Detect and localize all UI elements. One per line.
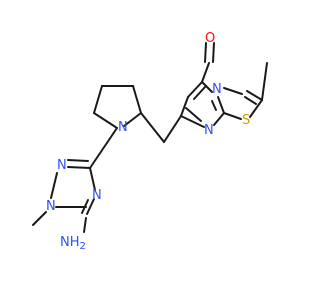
bond — [81, 199, 89, 214]
bond — [32, 211, 47, 226]
bond — [180, 115, 205, 128]
bond — [246, 90, 263, 101]
bond — [89, 127, 118, 169]
bond — [93, 112, 118, 129]
atom-n-triazole-methyl: N — [46, 199, 56, 214]
atom-n-triazole-1: N — [57, 158, 67, 173]
bond — [123, 112, 142, 127]
bond — [249, 99, 263, 118]
bond — [217, 96, 225, 114]
bond — [201, 62, 210, 83]
bond — [67, 159, 89, 162]
bond — [86, 198, 95, 215]
bond — [223, 87, 243, 95]
bond — [201, 81, 213, 93]
atom-amino: NH2 — [60, 235, 86, 252]
bond — [244, 96, 257, 105]
bond — [83, 217, 87, 233]
bond — [187, 81, 203, 98]
atom-n-triazole-2: N — [92, 188, 102, 203]
amino-subscript: 2 — [80, 241, 86, 252]
bond — [185, 107, 202, 122]
bond — [89, 167, 96, 191]
atom-s-thiazole: S — [242, 113, 250, 128]
bond — [193, 86, 206, 100]
molecule-structure: N N N O S N N N NH2 — [32, 31, 268, 252]
amino-label: NH — [60, 235, 80, 250]
bond — [140, 112, 165, 143]
bond — [204, 42, 207, 63]
bond — [213, 112, 225, 126]
bond — [50, 172, 58, 199]
atom-n-pyrrolidine: N — [118, 120, 128, 135]
bond — [132, 85, 142, 114]
atom-n-pyrimidine: N — [204, 123, 214, 138]
atom-labels: N N N O S N N N NH2 — [46, 31, 250, 252]
bond — [67, 166, 91, 169]
atom-o-carbonyl: O — [205, 31, 215, 46]
atom-n-bridgehead: N — [212, 82, 222, 97]
bond — [261, 62, 268, 101]
bonds — [32, 42, 268, 233]
bond — [211, 100, 217, 111]
bond — [180, 96, 189, 117]
bond — [212, 42, 215, 63]
bond — [163, 115, 182, 143]
bond — [93, 85, 103, 114]
bond — [223, 112, 242, 120]
